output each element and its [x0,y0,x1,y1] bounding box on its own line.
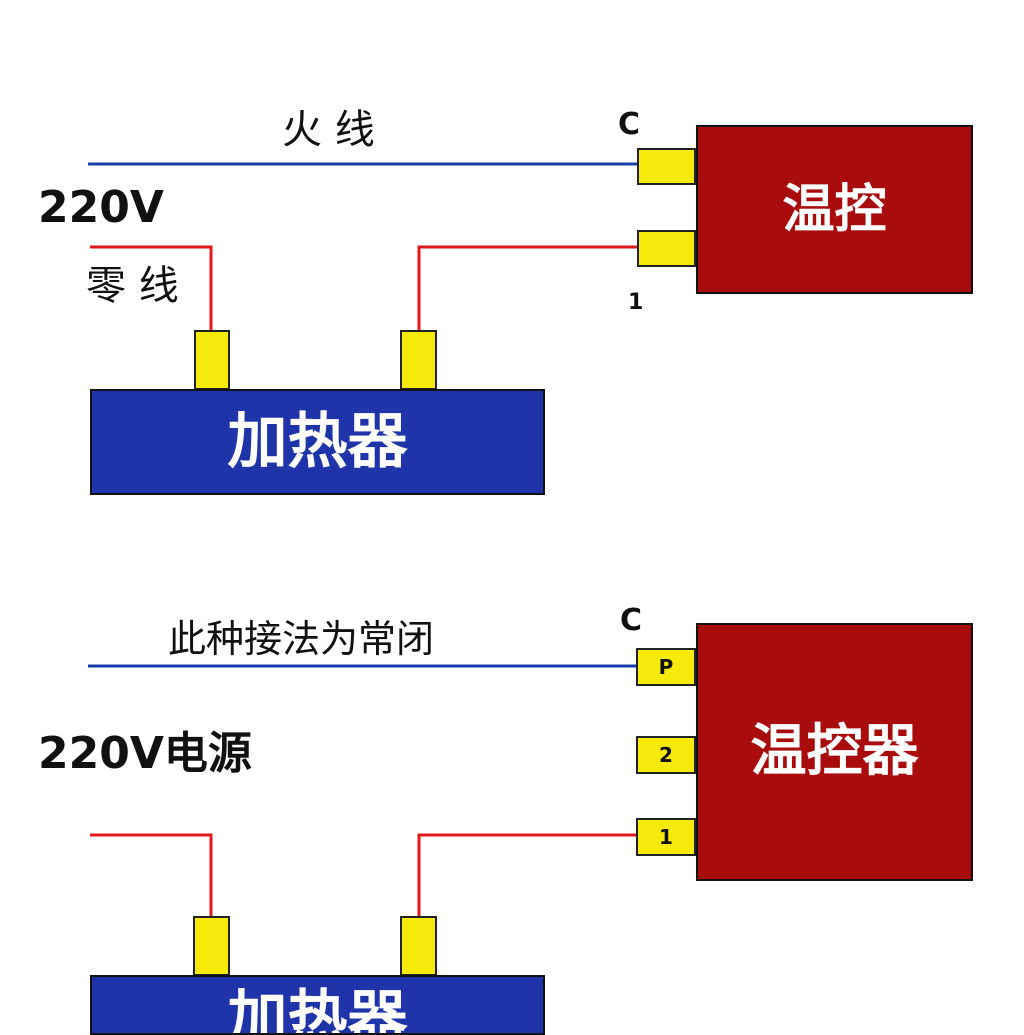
top-controller-label: 温控 [782,179,887,240]
top-neutral-label: 零 线 [86,263,179,309]
bottom-controller-box: 温控器 [696,623,973,881]
bottom-terminal-1-label: 1 [659,825,673,849]
bottom-note-label: 此种接法为常闭 [168,617,435,661]
bottom-voltage-label: 220V电源 [38,728,252,779]
top-heater-terminal-right [400,330,437,390]
bottom-terminal-c-label: C [620,603,643,638]
top-terminal-1-label: 1 [628,290,644,315]
bottom-controller-label: 温控器 [750,719,919,784]
bottom-heater-label: 加热器 [227,984,408,1035]
top-heater-terminal-left [194,330,230,390]
top-controller-to-heater-wire [417,245,638,332]
top-voltage-label: 220V [38,182,164,233]
bottom-heater-terminal-right [400,916,437,976]
top-controller-box: 温控 [696,125,973,294]
bottom-terminal-p-label: P [658,655,674,679]
bottom-terminal-2-label: 2 [659,743,673,767]
top-controller-terminal-1 [637,230,696,267]
top-heater-box: 加热器 [90,389,545,495]
bottom-neutral-wire [90,833,213,918]
top-live-label: 火 线 [282,107,375,153]
top-neutral-wire [90,245,213,332]
bottom-controller-terminal-p: P [636,648,696,686]
top-heater-label: 加热器 [227,407,408,477]
top-terminal-c-label: C [618,107,641,142]
bottom-heater-terminal-left [193,916,230,976]
bottom-heater-box: 加热器 [90,975,545,1035]
bottom-controller-terminal-1: 1 [636,818,696,856]
top-controller-terminal-c [637,148,696,185]
bottom-controller-to-heater-wire [417,833,638,918]
bottom-controller-terminal-2: 2 [636,736,696,774]
